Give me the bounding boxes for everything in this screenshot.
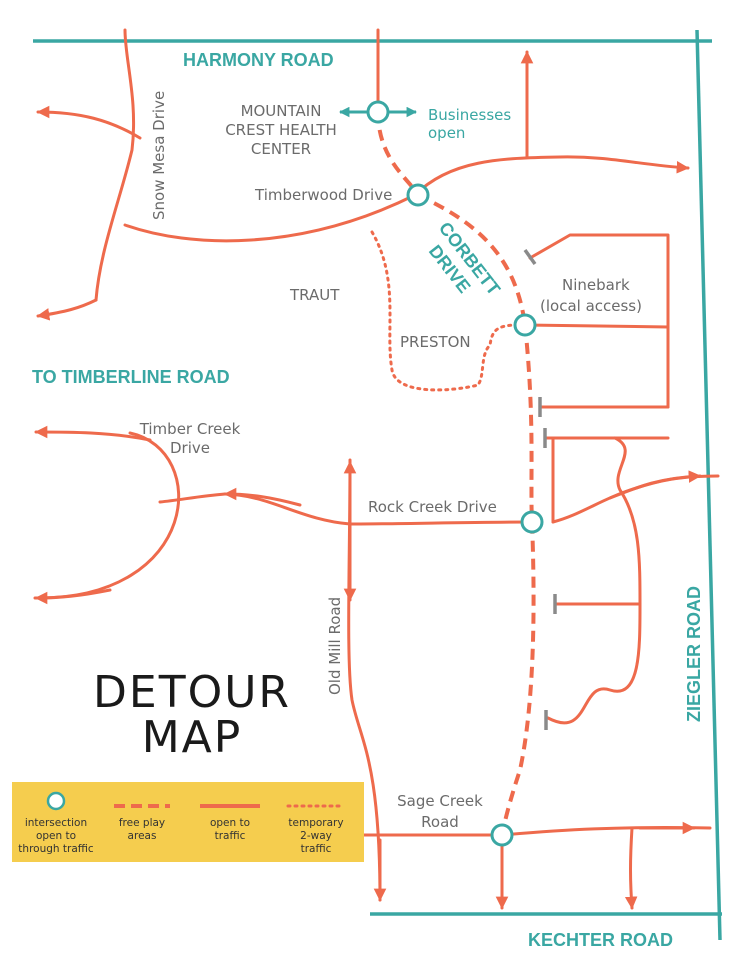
traut-label: TRAUT: [289, 286, 340, 304]
timber-creek-north-arrow: [34, 425, 152, 442]
intersection-circle-icon: [490, 823, 514, 847]
timberline-road-label: TO TIMBERLINE ROAD: [32, 367, 230, 387]
legend-intersection-2: open to: [36, 830, 76, 842]
corbett-south-dash: [500, 324, 536, 836]
legend: intersection open to through traffic fre…: [12, 782, 364, 862]
legend-open-2: traffic: [215, 830, 246, 842]
timberwood-drive-road: [123, 193, 417, 243]
legend-free-play-2: areas: [128, 830, 157, 842]
timberwood-label: Timberwood Drive: [254, 186, 392, 204]
health-center-label-1: MOUNTAIN: [241, 102, 322, 120]
legend-free-play-1: free play: [119, 817, 165, 829]
corbett-drive-upper-dash: [376, 111, 420, 197]
traut-preston-detour: [370, 230, 520, 392]
businesses-label-2: open: [428, 124, 465, 142]
barriers: [523, 248, 557, 730]
legend-open-1: open to: [210, 817, 250, 829]
ziegler-road-line: [695, 29, 722, 941]
old-mill-label: Old Mill Road: [326, 597, 344, 695]
snow-mesa-to-west-bottom: [36, 298, 98, 321]
ninebark-label-2: (local access): [540, 297, 642, 315]
map-title-line2: MAP: [142, 712, 243, 763]
legend-temporary-2: 2-way: [300, 830, 332, 842]
health-center-label-2: CREST HEALTH: [225, 121, 337, 139]
snow-mesa-label: Snow Mesa Drive: [150, 91, 168, 220]
map-title-line1: DETOUR: [93, 667, 291, 718]
intersection-circle-icon: [513, 313, 537, 337]
legend-intersection-3: through traffic: [18, 843, 94, 855]
health-center-label-3: CENTER: [251, 140, 311, 158]
legend-temporary-1: temporary: [288, 817, 343, 829]
temporary-2-way-traffic: [370, 230, 520, 392]
east-curve-arrow: [608, 470, 702, 500]
east-curve-road: [551, 474, 720, 524]
rock-creek-label: Rock Creek Drive: [368, 498, 497, 516]
east-loop-road: [546, 436, 642, 725]
corbett-drive-dash: [417, 193, 527, 326]
intersection-circle-icon: [366, 100, 390, 124]
businesses-label-1: Businesses: [428, 106, 511, 124]
intersection-circle-icon: [520, 510, 544, 534]
sage-creek-label-2: Road: [421, 813, 459, 831]
kechter-road-label: KECHTER ROAD: [528, 930, 673, 950]
timberwood-east-road: [413, 155, 690, 197]
timber-creek-label-2: Drive: [170, 439, 210, 457]
sage-east-south-arrow: [624, 826, 638, 910]
intersections: [366, 100, 544, 847]
snow-mesa-to-west-top: [36, 105, 142, 140]
corbett-drive-label: CORBETT DRIVE: [425, 218, 504, 299]
legend-temporary-3: traffic: [301, 843, 332, 855]
major-road-lines: [33, 29, 722, 941]
rock-creek-west-extension: [158, 492, 227, 504]
timber-creek-drive-road: [33, 431, 181, 600]
timber-creek-south-arrow: [34, 588, 112, 605]
harmony-road-label: HARMONY ROAD: [183, 50, 334, 70]
timber-creek-label-1: Timber Creek: [139, 420, 241, 438]
legend-intersection-icon: [46, 791, 66, 811]
ninebark-label-1: Ninebark: [562, 276, 630, 294]
rock-creek-west-arrow: [223, 487, 302, 507]
snow-mesa-drive-road: [94, 28, 136, 302]
open-roads: [33, 28, 720, 910]
legend-intersection-1: intersection: [25, 817, 87, 829]
legend-background: [12, 782, 364, 862]
barrier-icon: [523, 248, 537, 266]
ziegler-road-label: ZIEGLER ROAD: [684, 586, 704, 722]
free-play-areas: [376, 111, 536, 836]
intersection-circle-icon: [406, 183, 430, 207]
ninebark-loop-road: [523, 233, 670, 329]
preston-label: PRESTON: [400, 333, 471, 351]
sage-creek-label-1: Sage Creek: [397, 792, 483, 810]
